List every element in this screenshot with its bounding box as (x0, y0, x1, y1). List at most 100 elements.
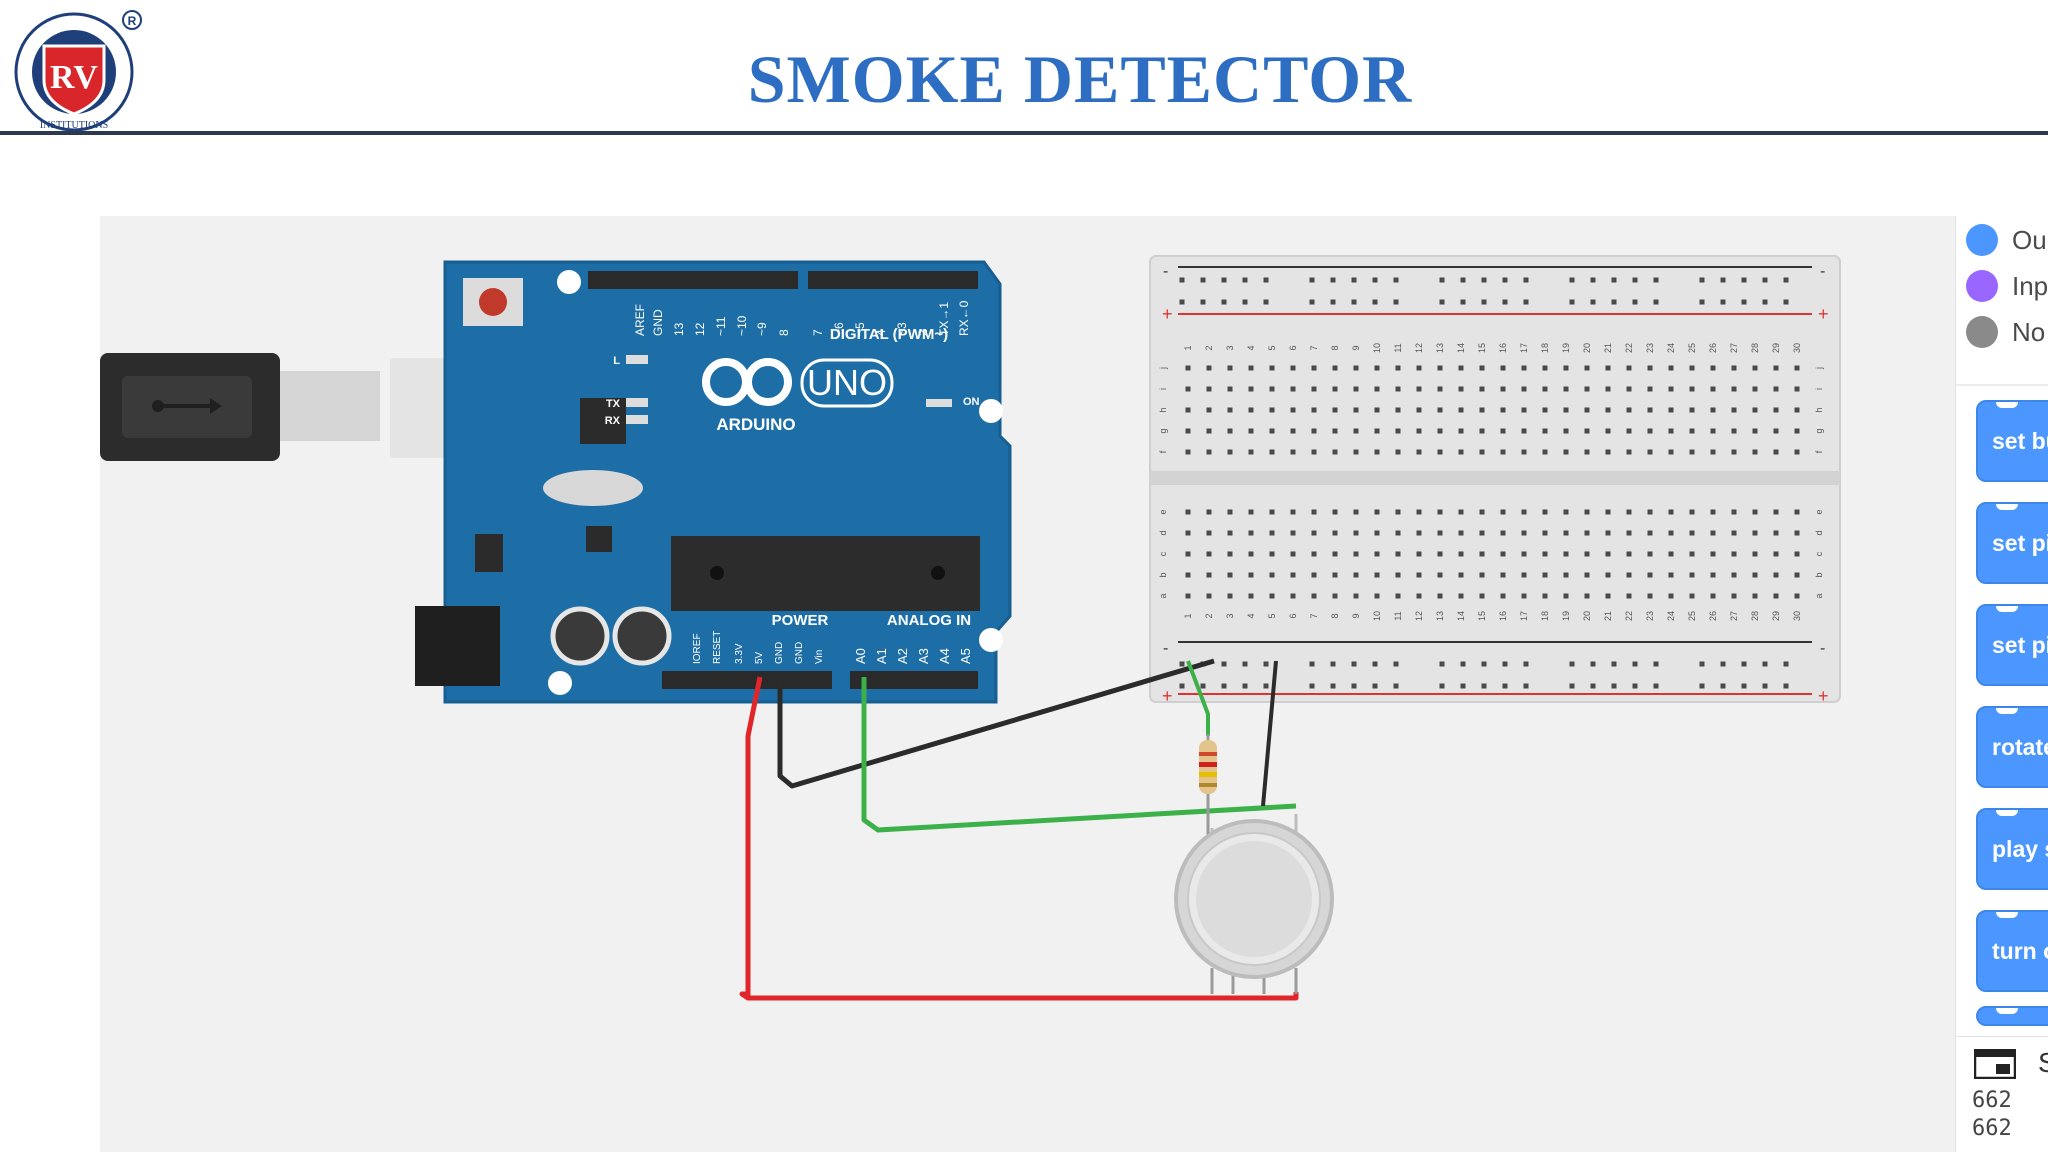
breadboard-hole[interactable] (1521, 593, 1527, 599)
breadboard-hole[interactable] (1647, 386, 1653, 392)
breadboard-hole[interactable] (1290, 449, 1296, 455)
breadboard-hole[interactable] (1416, 509, 1422, 515)
breadboard-hole[interactable] (1632, 683, 1638, 689)
breadboard-hole[interactable] (1563, 386, 1569, 392)
breadboard-hole[interactable] (1353, 509, 1359, 515)
breadboard-hole[interactable] (1762, 661, 1768, 667)
reset-button[interactable] (463, 278, 523, 326)
breadboard-hole[interactable] (1741, 299, 1747, 305)
green-wire-a0[interactable] (861, 677, 1297, 833)
breadboard-hole[interactable] (1794, 386, 1800, 392)
breadboard-hole[interactable] (1720, 683, 1726, 689)
breadboard-hole[interactable] (1542, 509, 1548, 515)
breadboard-hole[interactable] (1206, 530, 1212, 536)
breadboard-hole[interactable] (1731, 407, 1737, 413)
breadboard-hole[interactable] (1500, 449, 1506, 455)
breadboard-hole[interactable] (1227, 551, 1233, 557)
breadboard-hole[interactable] (1330, 299, 1336, 305)
breadboard-hole[interactable] (1773, 509, 1779, 515)
breadboard-hole[interactable] (1542, 449, 1548, 455)
breadboard-hole[interactable] (1584, 407, 1590, 413)
breadboard-hole[interactable] (1699, 299, 1705, 305)
breadboard-hole[interactable] (1311, 551, 1317, 557)
breadboard-hole[interactable] (1353, 449, 1359, 455)
breadboard-hole[interactable] (1741, 683, 1747, 689)
black-wire-gnd[interactable] (777, 658, 1215, 789)
breadboard-hole[interactable] (1479, 407, 1485, 413)
breadboard-hole[interactable] (1248, 572, 1254, 578)
breadboard-hole[interactable] (1689, 449, 1695, 455)
breadboard-hole[interactable] (1372, 661, 1378, 667)
breadboard-hole[interactable] (1542, 407, 1548, 413)
breadboard-hole[interactable] (1481, 661, 1487, 667)
breadboard-hole[interactable] (1647, 593, 1653, 599)
breadboard-hole[interactable] (1393, 661, 1399, 667)
breadboard-hole[interactable] (1762, 683, 1768, 689)
breadboard-hole[interactable] (1689, 593, 1695, 599)
breadboard-hole[interactable] (1185, 407, 1191, 413)
breadboard-hole[interactable] (1395, 530, 1401, 536)
breadboard-hole[interactable] (1773, 530, 1779, 536)
analog-header[interactable] (850, 671, 978, 689)
green-wire-resistor[interactable] (1186, 660, 1210, 736)
breadboard-hole[interactable] (1439, 299, 1445, 305)
breadboard-hole[interactable] (1353, 407, 1359, 413)
breadboard-hole[interactable] (1710, 509, 1716, 515)
breadboard-hole[interactable] (1332, 386, 1338, 392)
breadboard-hole[interactable] (1479, 509, 1485, 515)
breadboard-hole[interactable] (1502, 661, 1508, 667)
breadboard-hole[interactable] (1311, 365, 1317, 371)
breadboard-hole[interactable] (1500, 365, 1506, 371)
breadboard-hole[interactable] (1269, 593, 1275, 599)
breadboard-hole[interactable] (1185, 449, 1191, 455)
breadboard-hole[interactable] (1523, 661, 1529, 667)
breadboard-hole[interactable] (1689, 572, 1695, 578)
breadboard-hole[interactable] (1332, 449, 1338, 455)
breadboard-hole[interactable] (1395, 407, 1401, 413)
breadboard-hole[interactable] (1248, 407, 1254, 413)
breadboard-hole[interactable] (1563, 449, 1569, 455)
breadboard-hole[interactable] (1479, 530, 1485, 536)
breadboard-hole[interactable] (1699, 661, 1705, 667)
breadboard-hole[interactable] (1458, 428, 1464, 434)
breadboard-hole[interactable] (1731, 365, 1737, 371)
breadboard-hole[interactable] (1437, 428, 1443, 434)
breadboard-hole[interactable] (1752, 593, 1758, 599)
breadboard-hole[interactable] (1590, 299, 1596, 305)
breadboard-hole[interactable] (1647, 572, 1653, 578)
breadboard-hole[interactable] (1416, 365, 1422, 371)
breadboard-hole[interactable] (1752, 509, 1758, 515)
breadboard-hole[interactable] (1647, 509, 1653, 515)
breadboard-hole[interactable] (1794, 428, 1800, 434)
breadboard-hole[interactable] (1569, 661, 1575, 667)
breadboard-hole[interactable] (1393, 277, 1399, 283)
breadboard-hole[interactable] (1626, 449, 1632, 455)
breadboard-hole[interactable] (1479, 386, 1485, 392)
breadboard-hole[interactable] (1351, 277, 1357, 283)
breadboard-hole[interactable] (1611, 277, 1617, 283)
breadboard-hole[interactable] (1353, 593, 1359, 599)
breadboard-hole[interactable] (1439, 683, 1445, 689)
breadboard-hole[interactable] (1185, 551, 1191, 557)
breadboard-hole[interactable] (1584, 530, 1590, 536)
breadboard-hole[interactable] (1500, 551, 1506, 557)
breadboard-hole[interactable] (1569, 683, 1575, 689)
breadboard-hole[interactable] (1783, 683, 1789, 689)
breadboard-hole[interactable] (1668, 572, 1674, 578)
breadboard-hole[interactable] (1710, 365, 1716, 371)
breadboard-hole[interactable] (1752, 407, 1758, 413)
breadboard-hole[interactable] (1689, 428, 1695, 434)
breadboard-hole[interactable] (1752, 386, 1758, 392)
breadboard-hole[interactable] (1269, 572, 1275, 578)
breadboard-hole[interactable] (1590, 661, 1596, 667)
breadboard-hole[interactable] (1605, 386, 1611, 392)
breadboard-hole[interactable] (1542, 551, 1548, 557)
breadboard-hole[interactable] (1647, 365, 1653, 371)
breadboard-hole[interactable] (1731, 428, 1737, 434)
breadboard-hole[interactable] (1731, 551, 1737, 557)
breadboard-hole[interactable] (1710, 428, 1716, 434)
breadboard-hole[interactable] (1395, 449, 1401, 455)
breadboard-hole[interactable] (1460, 661, 1466, 667)
breadboard-hole[interactable] (1200, 683, 1206, 689)
breadboard-hole[interactable] (1626, 428, 1632, 434)
